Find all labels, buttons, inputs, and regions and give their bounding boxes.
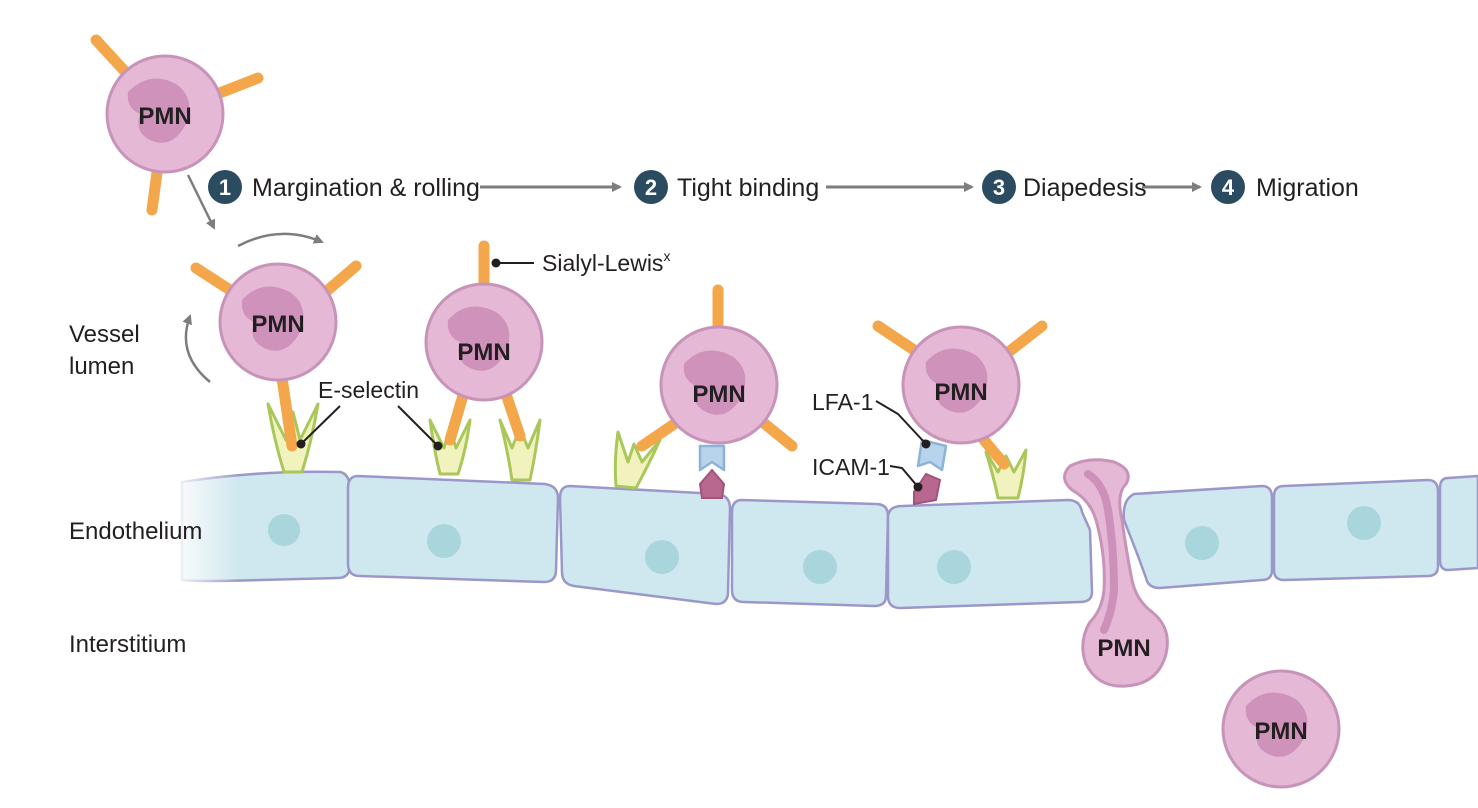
step-label: Tight binding <box>677 174 819 202</box>
vessel-lumen-label-line2: lumen <box>69 353 134 380</box>
endothelial-nucleus <box>1347 506 1381 540</box>
step-number-badge <box>208 170 242 204</box>
step-4: 4 Migration <box>1211 170 1359 204</box>
pmn-cell: PMN <box>190 260 362 452</box>
step-label: Diapedesis <box>1023 174 1147 202</box>
step-label: Migration <box>1256 174 1359 202</box>
pmn-label: PMN <box>138 103 191 130</box>
endothelial-nucleus <box>803 550 837 584</box>
step-number-badge <box>982 170 1016 204</box>
pmn-cell: PMN <box>636 284 798 452</box>
endothelial-cell <box>886 498 1094 610</box>
step-number-badge <box>1211 170 1245 204</box>
pmn-cell: PMN <box>90 34 264 216</box>
icam1-receptor <box>913 472 942 506</box>
pmn-label: PMN <box>934 379 987 406</box>
lfa1-receptor <box>698 444 726 472</box>
endothelium-fade <box>170 465 240 590</box>
sialyl-lewis-label: Sialyl-Lewisx <box>542 248 670 276</box>
vessel-lumen-label-line1: Vessel <box>69 321 140 348</box>
step-number: 3 <box>993 175 1005 200</box>
pmn-cell-diapedesis: PMN <box>1063 458 1169 688</box>
lfa1-label: LFA-1 <box>812 389 873 415</box>
step-1: 1 Margination & rolling <box>208 170 480 204</box>
pmn-label: PMN <box>251 311 304 338</box>
icam1-molecules <box>698 468 942 506</box>
endothelial-cell <box>730 498 890 608</box>
pmn-cell: PMN <box>872 320 1048 470</box>
callout-leaders <box>296 258 931 492</box>
step-label: Margination & rolling <box>252 174 480 202</box>
step-number-badge <box>634 170 668 204</box>
endothelium-label: Endothelium <box>69 518 202 545</box>
selectin-receptor <box>498 418 542 482</box>
pmn-label: PMN <box>692 381 745 408</box>
step-3: 3 Diapedesis <box>982 170 1147 204</box>
endothelial-nucleus <box>427 524 461 558</box>
step-number: 2 <box>645 175 657 200</box>
endothelial-nucleus <box>268 514 300 546</box>
step-2: 2 Tight binding <box>634 170 819 204</box>
interstitium-label: Interstitium <box>69 631 186 658</box>
pmn-label: PMN <box>1097 635 1150 662</box>
endothelial-nucleus <box>645 540 679 574</box>
endothelium-layer <box>170 465 1478 610</box>
endothelial-nucleus <box>1185 526 1219 560</box>
sialyl-lewis-text: Sialyl-Lewis <box>542 250 663 276</box>
endothelial-cell <box>1438 474 1478 572</box>
pmn-cell: PMN <box>1221 669 1341 789</box>
endothelial-nucleus <box>937 550 971 584</box>
icam1-receptor <box>698 468 726 499</box>
rolling-motion-arrows <box>182 174 324 383</box>
endothelial-cell <box>558 484 732 606</box>
icam1-label: ICAM-1 <box>812 454 890 480</box>
sialyl-lewis-superscript: x <box>663 248 670 264</box>
e-selectin-label: E-selectin <box>318 377 419 403</box>
selectin-receptor <box>984 448 1028 500</box>
lfa1-molecules <box>698 438 948 472</box>
pmn-cell: PMN <box>424 240 544 446</box>
pmn-label: PMN <box>1254 718 1307 745</box>
step-number: 4 <box>1222 175 1235 200</box>
pmn-label: PMN <box>457 339 510 366</box>
step-number: 1 <box>219 175 231 200</box>
